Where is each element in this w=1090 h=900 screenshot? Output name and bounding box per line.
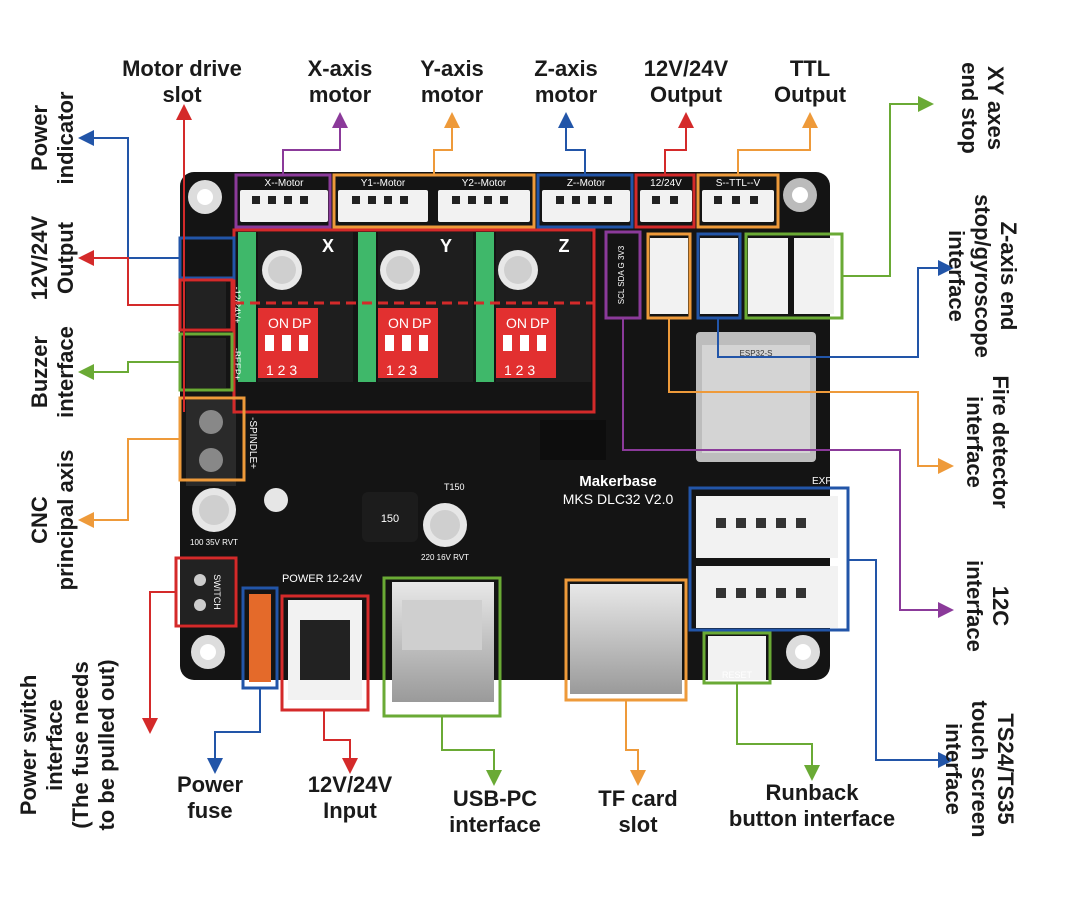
silk-dip-nums-z: 1 2 3 xyxy=(504,362,535,378)
silk-dip-nums-y: 1 2 3 xyxy=(386,362,417,378)
silk-brand: Makerbase xyxy=(579,473,657,490)
silk-y1-motor: Y1--Motor xyxy=(361,178,406,189)
fuse xyxy=(249,594,271,682)
silk-t150: T150 xyxy=(444,482,465,492)
board-silkscreen: X--Motor Y1--Motor Y2--Motor Z--Motor 12… xyxy=(190,178,838,680)
silk-axis-x: X xyxy=(322,236,334,256)
silk-esp: ESP32-S xyxy=(740,349,773,358)
silk-z-motor: Z--Motor xyxy=(567,178,606,189)
silk-dip-on-x: ON xyxy=(268,315,289,331)
silk-y2-motor: Y2--Motor xyxy=(462,178,507,189)
driver-modules xyxy=(238,232,591,382)
box-motor-drive xyxy=(232,228,596,414)
silk-cap-big: 220 16V RVT xyxy=(421,553,469,562)
silk-cap-small: 100 35V RVT xyxy=(190,538,238,547)
silk-exp1: EXP1 xyxy=(812,476,838,487)
silk-reset: RESET xyxy=(722,670,753,680)
silk-model: MKS DLC32 V2.0 xyxy=(563,491,674,507)
silk-axis-y: Y xyxy=(440,236,452,256)
silk-spindle: -SPINDLE+ xyxy=(247,417,258,469)
silk-axis-z: Z xyxy=(559,236,570,256)
silk-dip-on-y: ON xyxy=(388,315,409,331)
silk-i2c-pins: SCL SDA G 3V3 xyxy=(617,245,626,304)
silk-dip-dp-y: DP xyxy=(412,315,431,331)
silk-dip-dp-x: DP xyxy=(292,315,311,331)
silk-12-24v: 12/24V xyxy=(650,178,682,189)
silk-dip-dp-z: DP xyxy=(530,315,549,331)
silk-dip-nums-x: 1 2 3 xyxy=(266,362,297,378)
silk-beep: -BEEP+ xyxy=(232,348,242,380)
silk-ttl: S--TTL--V xyxy=(716,178,761,189)
silk-dip-on-z: ON xyxy=(506,315,527,331)
pcb-board xyxy=(180,172,838,702)
tf-slot xyxy=(570,584,682,694)
silk-switch: SWITCH xyxy=(212,574,222,610)
silk-power: POWER 12-24V xyxy=(282,573,363,585)
silk-12-24v-side: -12/24V+ xyxy=(232,287,242,324)
silk-x-motor: X--Motor xyxy=(265,178,305,189)
leader-lines xyxy=(78,96,954,786)
silk-inductor: 150 xyxy=(381,513,399,525)
